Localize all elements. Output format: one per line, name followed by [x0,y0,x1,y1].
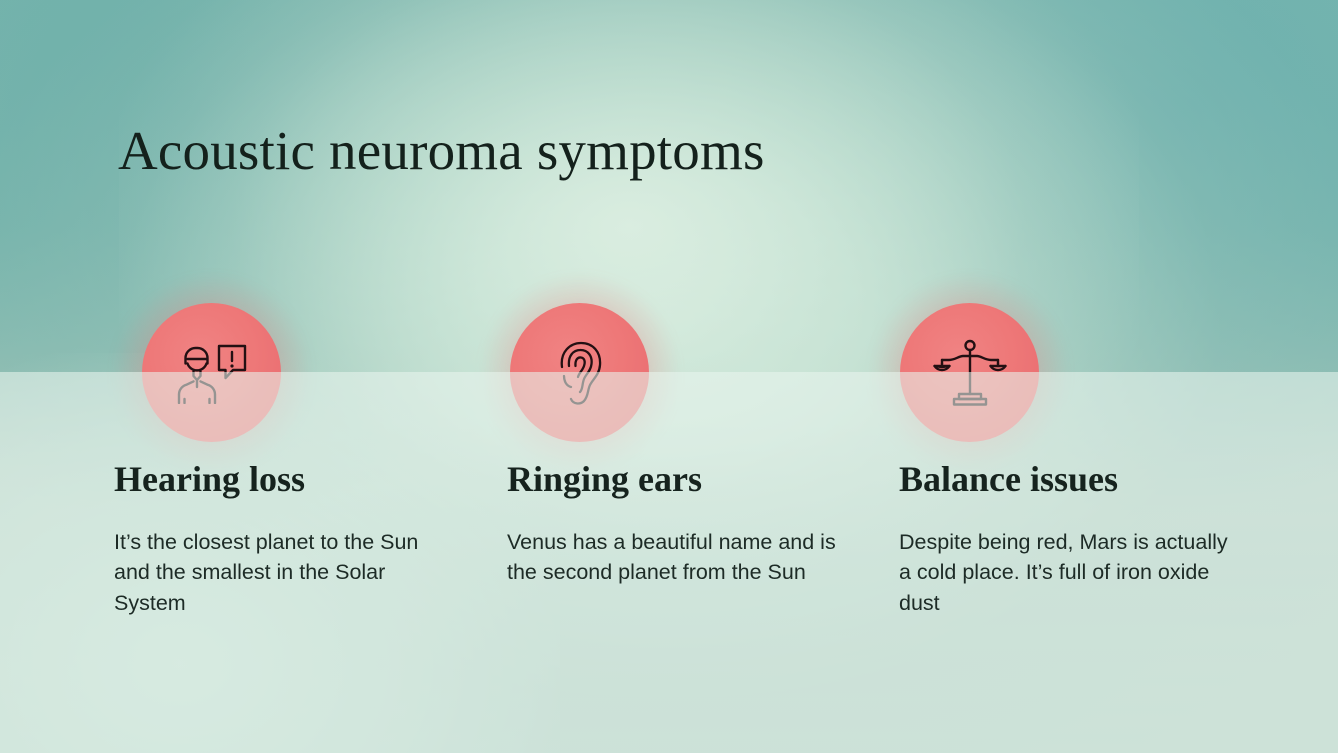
lower-content-panel [0,372,1338,753]
symptom-column-2: Ringing ears Venus has a beautiful name … [507,459,852,588]
symptom-body-2: Venus has a beautiful name and is the se… [507,529,836,585]
symptom-heading-2: Ringing ears [507,459,703,499]
symptom-column-1: Hearing loss It’s the closest planet to … [114,459,459,618]
symptom-body-1: It’s the closest planet to the Sun and t… [114,529,419,615]
symptom-heading-1: Hearing loss [114,459,306,499]
symptom-column-3: Balance issues Despite being red, Mars i… [899,459,1244,618]
slide-title: Acoustic neuroma symptoms [118,119,765,181]
symptom-body-3: Despite being red, Mars is actually a co… [899,529,1228,615]
symptom-heading-3: Balance issues [899,459,1119,499]
